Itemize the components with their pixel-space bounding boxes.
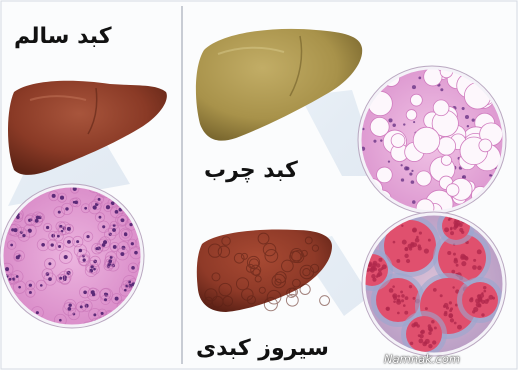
watermark: Namnak.com bbox=[384, 352, 460, 366]
fatty-liver-group bbox=[196, 29, 509, 221]
cirrhosis-label: سیروز کبدی bbox=[196, 338, 329, 360]
fatty-liver-label: کبد چرب bbox=[204, 160, 298, 182]
fatty-tissue-micrograph bbox=[355, 62, 509, 221]
cirrhosis-liver-group bbox=[197, 207, 506, 357]
healthy-liver-label: کبد سالم bbox=[14, 26, 112, 48]
healthy-liver-group bbox=[0, 81, 167, 337]
